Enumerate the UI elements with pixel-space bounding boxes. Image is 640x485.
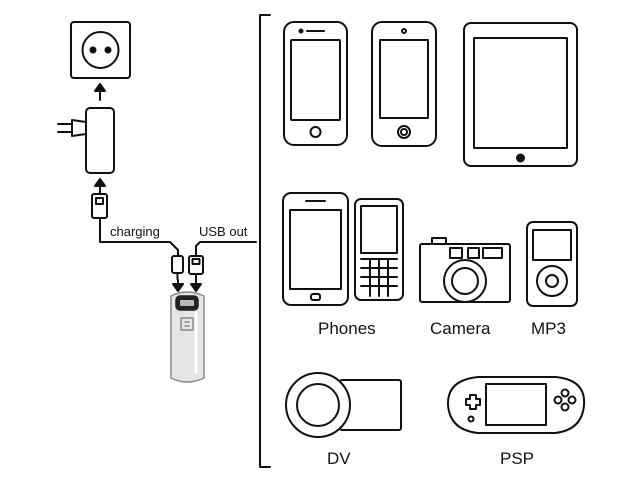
power-bank-icon bbox=[171, 292, 204, 382]
down-arrow-icon bbox=[173, 280, 183, 291]
ipod-touch-icon bbox=[372, 22, 436, 146]
up-arrow-icon bbox=[95, 179, 105, 193]
devices-bracket bbox=[260, 15, 270, 467]
mp3-label: MP3 bbox=[531, 319, 566, 338]
smartphone-icon bbox=[284, 22, 347, 145]
charging-cable bbox=[100, 218, 178, 262]
tablet-icon bbox=[464, 23, 577, 166]
usb-out-label: USB out bbox=[199, 224, 248, 239]
usb-out-cable bbox=[196, 242, 256, 262]
phones-label: Phones bbox=[318, 319, 376, 338]
dv-label: DV bbox=[327, 449, 351, 468]
feature-phone-icon bbox=[355, 199, 403, 300]
up-arrow-icon bbox=[95, 84, 105, 100]
dv-camcorder-icon bbox=[286, 373, 401, 437]
down-arrow-icon bbox=[191, 280, 201, 291]
android-phone-icon bbox=[283, 193, 348, 305]
camera-icon bbox=[420, 238, 510, 302]
usb-plug-icon bbox=[189, 256, 203, 279]
psp-label: PSP bbox=[500, 449, 535, 468]
usb-plug-icon bbox=[92, 194, 107, 218]
psp-console-icon bbox=[448, 377, 584, 433]
micro-usb-plug-icon bbox=[172, 256, 183, 279]
camera-label: Camera bbox=[430, 319, 491, 338]
charging-label: charging bbox=[110, 224, 160, 239]
wall-socket-icon bbox=[71, 22, 130, 78]
mp3-player-icon bbox=[527, 222, 577, 306]
power-adapter-icon bbox=[58, 108, 114, 173]
